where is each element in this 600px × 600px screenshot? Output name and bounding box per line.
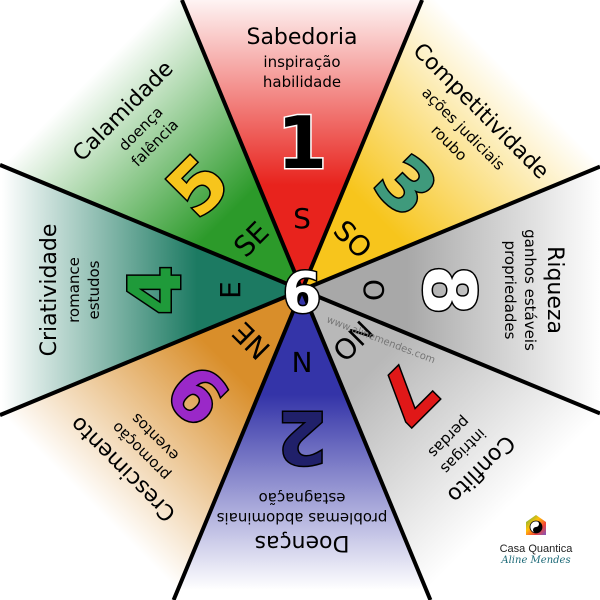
sector-divider (0, 288, 303, 417)
sector-title: Criatividade (37, 224, 62, 357)
sector-wedge-n (173, 290, 431, 600)
sector-number: 1 (277, 101, 327, 185)
sector-direction: O (357, 279, 390, 301)
sector-divider (0, 163, 303, 292)
sector-wedge-se (0, 0, 302, 290)
logo-signature: Aline Mendes (501, 555, 571, 566)
sector-wedge-o (302, 166, 600, 414)
sector-subtitle: problemas abdominais (216, 509, 387, 527)
sector-number: 2 (277, 395, 327, 479)
yin-yang-house-icon (526, 515, 546, 535)
logo-name: Casa Quantica (499, 543, 573, 555)
sector-divider (301, 164, 600, 292)
sector-4: Doenças problemas abdominais estagnação 2 N (216, 345, 387, 555)
sector-title: Doenças (255, 530, 350, 555)
sector-divider (180, 0, 304, 291)
sector-direction: E (214, 281, 247, 299)
sector-wedge-ne (0, 290, 302, 600)
sector-divider (300, 0, 424, 291)
sector-wedge-so (302, 0, 600, 290)
sector-direction: S (293, 202, 311, 235)
sector-number: 4 (113, 265, 197, 315)
sector-wedge-s (181, 0, 423, 290)
sector-title: Sabedoria (246, 25, 357, 50)
sector-0: Sabedoria inspiração habilidade 1S (246, 25, 357, 235)
sector-divider (301, 288, 600, 416)
sector-subtitle: inspiração (263, 53, 340, 71)
sector-wedge-e (0, 164, 302, 416)
sector-direction: N (292, 345, 313, 378)
sector-subtitle: habilidade (263, 73, 341, 91)
sector-wedge-no (302, 290, 600, 600)
sector-subtitle: ganhos estáveis (521, 229, 539, 351)
sector-title: Riqueza (542, 246, 567, 334)
sector-subtitle: estudos (85, 260, 103, 319)
sector-divider (171, 289, 304, 600)
sector-subtitle: romance (65, 257, 83, 323)
logo: Casa Quantica Aline Mendes (494, 514, 578, 566)
sector-divider (300, 289, 433, 600)
sector-subtitle: propriedades (501, 241, 519, 340)
sector-subtitle: estagnação (259, 489, 346, 507)
center-number: 6 (283, 261, 322, 326)
sector-number: 8 (407, 265, 491, 315)
